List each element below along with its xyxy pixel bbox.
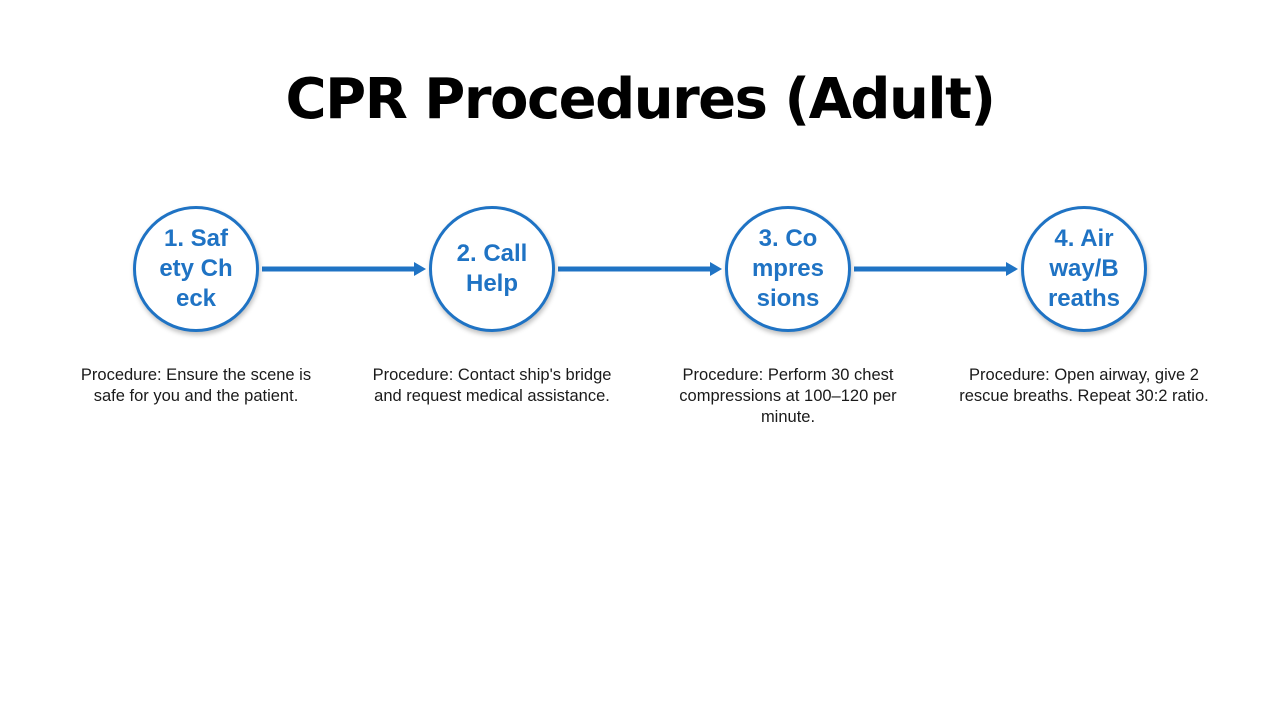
- arrow-step-1-to-2: [262, 262, 426, 276]
- step-3-label: 3. Compressions: [751, 225, 825, 312]
- step-2-node: 2. Call Help: [429, 206, 555, 332]
- step-1-node: 1. Safety Check: [133, 206, 259, 332]
- step-1-label: 1. Safety Check: [159, 225, 233, 312]
- arrow-step-2-to-3: [558, 262, 722, 276]
- step-3-node: 3. Compressions: [725, 206, 851, 332]
- step-3-description: Procedure: Perform 30 chest compressions…: [679, 366, 897, 426]
- step-4-node: 4. Airway/Breaths: [1021, 206, 1147, 332]
- page-title: CPR Procedures (Adult): [285, 67, 996, 132]
- step-1-description: Procedure: Ensure the scene is safe for …: [80, 366, 312, 405]
- step-2-description: Procedure: Contact ship's bridge and req…: [372, 366, 612, 405]
- step-4-description: Procedure: Open airway, give 2 rescue br…: [959, 366, 1209, 405]
- step-4-label: 4. Airway/Breaths: [1047, 225, 1121, 312]
- arrow-step-3-to-4: [854, 262, 1018, 276]
- step-2-label: 2. Call Help: [456, 240, 528, 297]
